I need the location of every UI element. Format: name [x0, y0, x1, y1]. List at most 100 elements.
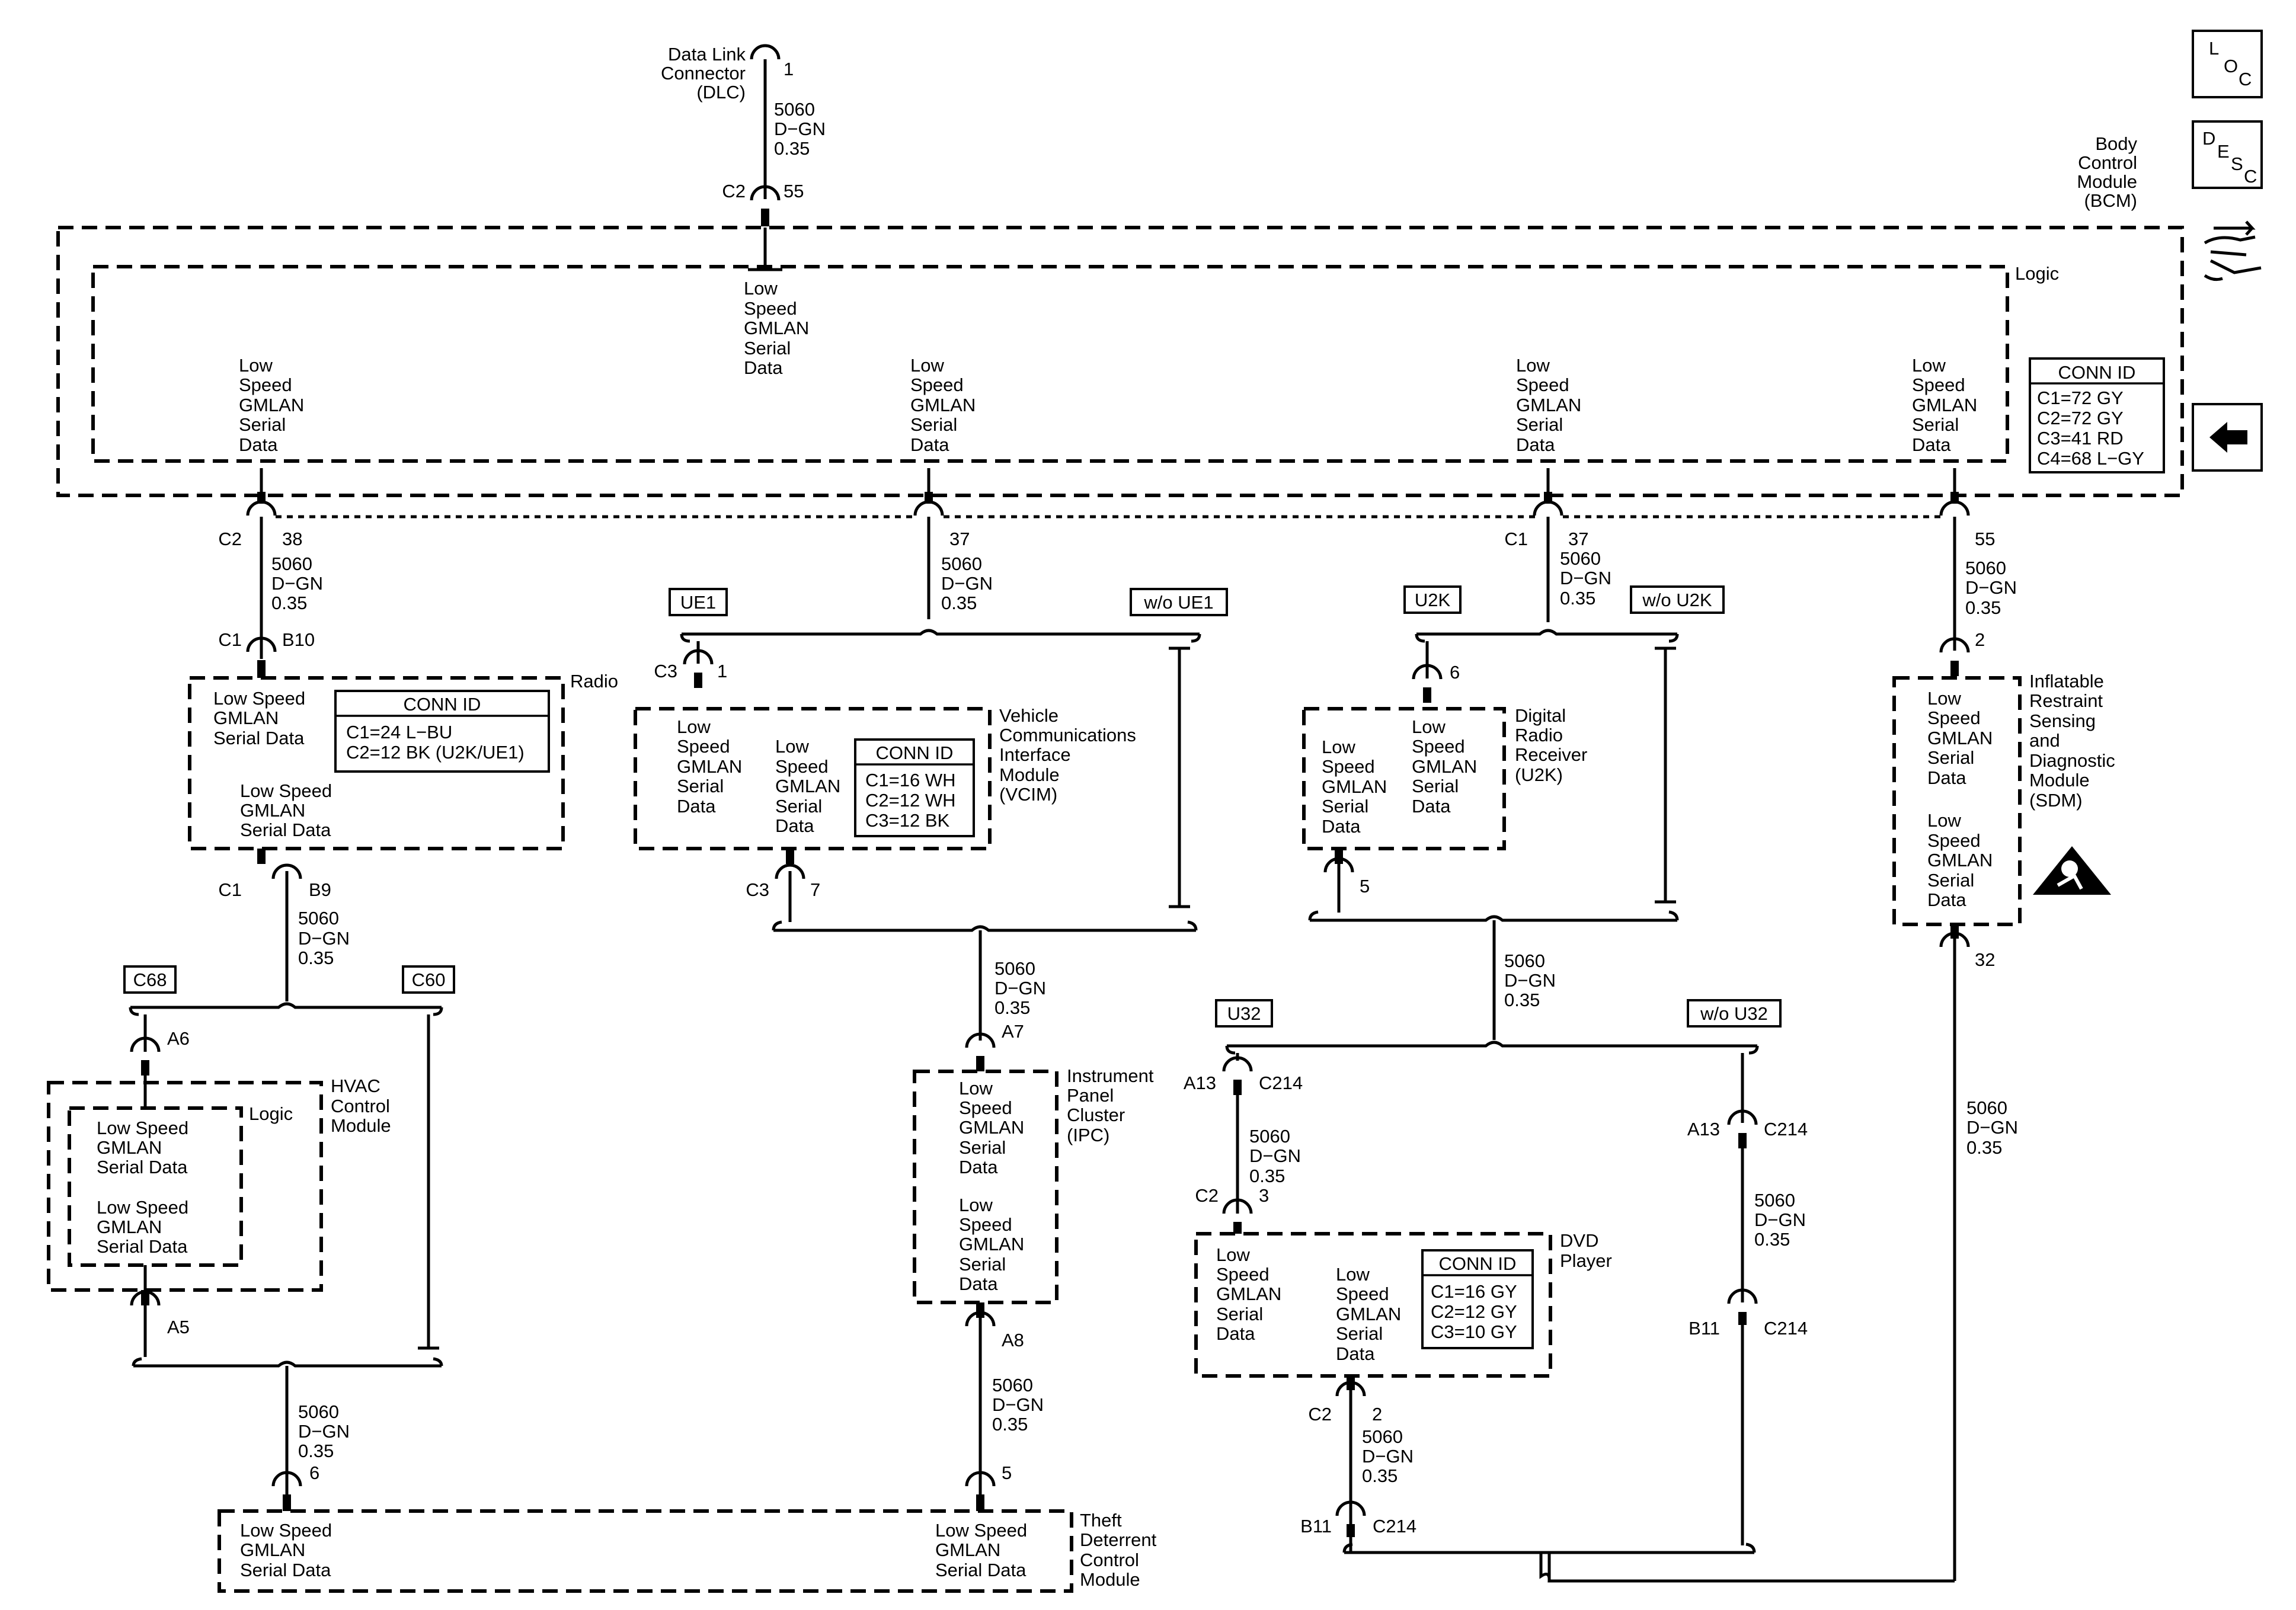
- hvac-control-module: Logic HVAC Control Module Low Speed GMLA…: [47, 1076, 391, 1292]
- diagram-label: (SDM): [2029, 790, 2083, 811]
- bcm-connector-37-vcim: 37: [915, 502, 970, 549]
- diagram-label: 0.35: [941, 593, 977, 613]
- loc-icon[interactable]: L O C: [2192, 30, 2263, 98]
- diagram-label: D−GN: [1560, 568, 1611, 588]
- diagram-label: 0.35: [1754, 1229, 1790, 1250]
- diagram-label: Serial: [1412, 776, 1459, 796]
- diagram-label: C2: [1195, 1185, 1219, 1206]
- diagram-label: GMLAN: [744, 318, 809, 338]
- diagram-label: Serial: [910, 414, 957, 435]
- option-wo-u2k-label: w/o U2K: [1630, 585, 1725, 614]
- diagram-label: 3: [1259, 1185, 1269, 1206]
- diagram-label: 6: [309, 1462, 319, 1483]
- diagram-label: Data: [775, 815, 814, 836]
- diagram-label: Control: [1080, 1550, 1139, 1570]
- diagram-label: GMLAN: [1216, 1283, 1281, 1304]
- diagram-label: 0.35: [271, 593, 307, 613]
- diagram-label: C214: [1373, 1516, 1416, 1537]
- diagram-label: (U2K): [1515, 764, 1563, 785]
- diagram-label: D−GN: [1362, 1446, 1414, 1467]
- diagram-label: Diagnostic: [2029, 750, 2115, 771]
- diagram-label: (BCM): [2084, 190, 2137, 211]
- diagram-label: D−GN: [941, 573, 993, 594]
- diagnostics-wrench-icon[interactable]: [2204, 220, 2262, 281]
- bcm-signal-label-vcim: Low Speed GMLAN Serial Data: [910, 355, 976, 455]
- diagram-label: Body: [2095, 133, 2137, 154]
- diagram-label: Serial: [1322, 796, 1368, 817]
- diagram-label: Low: [910, 355, 944, 376]
- diagram-label: D−GN: [1754, 1209, 1806, 1230]
- diagram-label: Data: [677, 796, 716, 817]
- diagram-label: GMLAN: [239, 395, 304, 415]
- diagram-label: Low Speed: [213, 688, 305, 709]
- diagram-label: 5060: [1504, 950, 1545, 971]
- diagram-label: C1=72 GY: [2037, 388, 2124, 408]
- desc-icon[interactable]: D E S C: [2192, 120, 2263, 189]
- diagram-label: GMLAN: [97, 1217, 162, 1237]
- diagram-label: 5060: [992, 1375, 1033, 1395]
- diagram-label: 0.35: [1504, 990, 1540, 1010]
- diagram-label: Low Speed: [97, 1118, 188, 1138]
- diagram-label: Speed: [1912, 375, 1965, 395]
- wire-label-bcm-sdm: 5060 D−GN 0.35: [1965, 558, 2017, 618]
- dvd-player-module: Low Speed GMLAN Serial Data Low Speed GM…: [1194, 1230, 1612, 1378]
- radio-module: Radio Low Speed GMLAN Serial Data Low Sp…: [188, 671, 618, 850]
- diagram-label: A13: [1184, 1073, 1216, 1093]
- sdm-connector-bottom: 32: [1941, 924, 1995, 970]
- diagram-label: Serial: [1216, 1304, 1263, 1324]
- diagram-label: C3=41 RD: [2037, 428, 2124, 449]
- diagram-label: Data: [239, 434, 278, 455]
- diagram-label: 0.35: [1966, 1137, 2002, 1158]
- diagram-label: D−GN: [271, 573, 323, 594]
- dvd-connector-top: C2 3: [1195, 1185, 1269, 1234]
- diagram-label: Control: [2078, 152, 2137, 173]
- diagram-label: Speed: [959, 1214, 1012, 1235]
- diagram-label: Data: [1322, 816, 1361, 837]
- diagram-label: C1: [1504, 529, 1528, 549]
- diagram-label: U2K: [1415, 590, 1451, 610]
- diagram-label: Data: [1336, 1343, 1375, 1364]
- diagram-label: and: [2029, 730, 2060, 751]
- diagram-label: Speed: [959, 1097, 1012, 1118]
- diagram-label: C2=12 GY: [1431, 1301, 1517, 1322]
- diagram-label: CONN ID: [876, 742, 954, 763]
- option-u32-label: U32: [1215, 999, 1273, 1028]
- diagram-label: 37: [949, 529, 970, 549]
- diagram-label: 0.35: [994, 997, 1030, 1018]
- diagram-label: 5060: [1362, 1426, 1403, 1447]
- diagram-label: 5060: [298, 1401, 339, 1422]
- diagram-label: 38: [282, 529, 302, 549]
- diagram-label: Speed: [775, 756, 829, 777]
- ipc-module: Low Speed GMLAN Serial Data Low Speed GM…: [913, 1065, 1154, 1304]
- option-ue1-label: UE1: [669, 588, 728, 616]
- diagram-label: Data Link: [668, 44, 746, 65]
- diagram-label: Low: [959, 1078, 993, 1099]
- diagram-label: Interface: [999, 744, 1071, 765]
- back-arrow-icon[interactable]: [2192, 403, 2263, 472]
- diagram-label: CONN ID: [1439, 1253, 1517, 1274]
- diagram-label: Communications: [999, 725, 1136, 745]
- hvac-connector-bottom: A5: [132, 1290, 190, 1337]
- wire-label-ipc-tdcm: 5060 D−GN 0.35: [992, 1375, 1044, 1435]
- diagram-label: C3: [746, 879, 769, 900]
- diagram-label: Low: [239, 355, 273, 376]
- dvd-conn-id-table: CONN ID C1=16 GY C2=12 GY C3=10 GY: [1421, 1249, 1534, 1349]
- diagram-label: Serial Data: [240, 820, 331, 840]
- bcm-logic-label: Logic: [2015, 263, 2059, 284]
- diagram-label: GMLAN: [1412, 756, 1477, 777]
- bcm-signal-label-radio: Low Speed GMLAN Serial Data: [239, 355, 304, 455]
- airbag-warning-icon: [2033, 846, 2111, 895]
- inline-connector-c214-a13-u32: A13 C214: [1184, 1058, 1303, 1095]
- diagram-label: Speed: [239, 375, 292, 395]
- diagram-label: Data: [1216, 1323, 1255, 1344]
- diagram-label: 2: [1372, 1404, 1382, 1425]
- diagram-label: Serial Data: [240, 1560, 331, 1580]
- diagram-label: U32: [1227, 1003, 1261, 1024]
- vcim-module: Low Speed GMLAN Serial Data Low Speed GM…: [634, 705, 1136, 850]
- diagram-label: C214: [1764, 1119, 1808, 1140]
- bcm-connector-c1-37: C1 37: [1504, 502, 1588, 549]
- option-wo-u32-label: w/o U32: [1687, 999, 1782, 1028]
- vcim-connector-top: C3 1: [654, 651, 727, 688]
- diagram-label: Control: [331, 1096, 390, 1116]
